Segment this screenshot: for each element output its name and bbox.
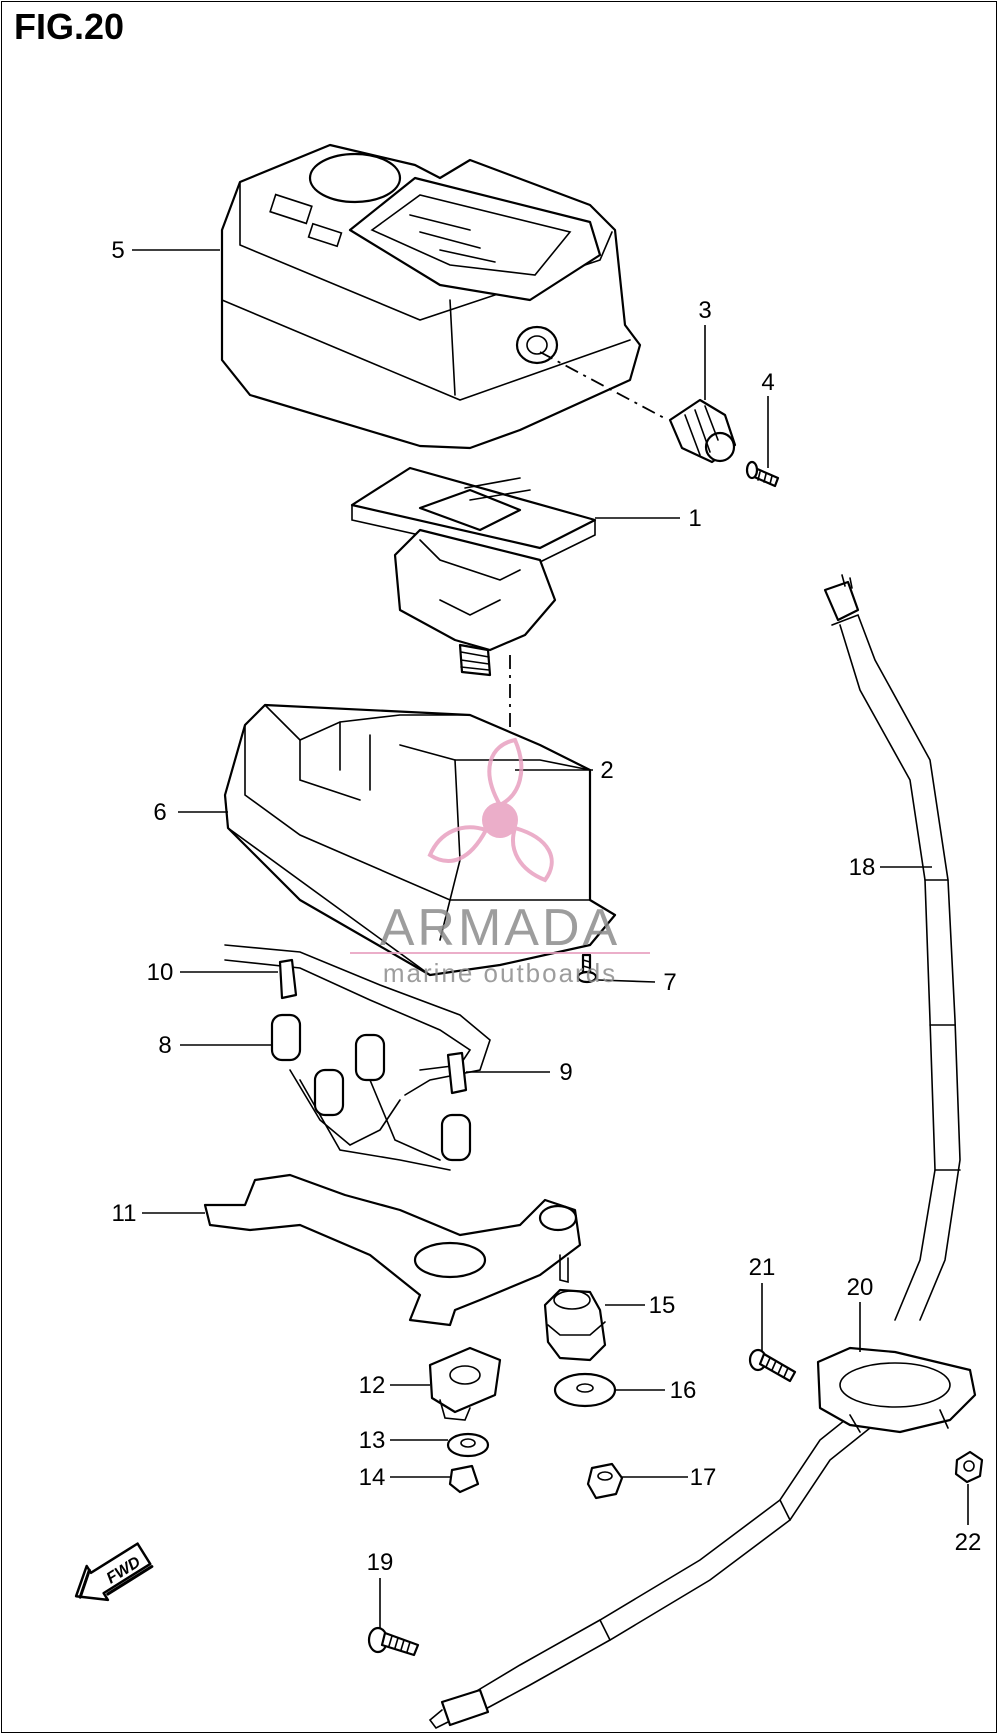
part-1-meter-unit <box>350 466 597 677</box>
alignment-line-3 <box>539 351 669 421</box>
part-22-nut <box>954 1450 984 1484</box>
watermark-tagline: marine outboards <box>383 958 617 988</box>
part-14-nut <box>448 1464 480 1494</box>
part-20-clamp <box>816 1346 977 1434</box>
callout-12: 12 <box>359 1372 386 1399</box>
watermark: ARMADA marine outboards <box>350 737 650 988</box>
callout-20: 20 <box>847 1274 874 1301</box>
part-4-screw <box>745 460 780 488</box>
callout-16: 16 <box>670 1377 697 1404</box>
callout-5: 5 <box>111 237 124 264</box>
callout-8: 8 <box>158 1032 171 1059</box>
part-12-grommet <box>428 1346 502 1421</box>
callout-14: 14 <box>359 1464 386 1491</box>
watermark-brand: ARMADA <box>380 899 620 957</box>
part-8-bulb <box>270 1013 302 1062</box>
callout-19: 19 <box>367 1549 394 1576</box>
figure-title: FIG.20 <box>14 6 125 47</box>
propeller-logo-icon <box>427 737 554 883</box>
callout-17: 17 <box>690 1464 717 1491</box>
part-9-bulb <box>446 1051 468 1095</box>
callout-7: 7 <box>663 969 676 996</box>
part-16-washer <box>553 1372 617 1408</box>
callout-9: 9 <box>559 1059 572 1086</box>
callout-2: 2 <box>600 757 613 784</box>
part-18-speedometer-cable <box>428 574 961 1730</box>
part-19-bolt <box>367 1626 420 1657</box>
part-17-nut <box>586 1462 624 1500</box>
callout-3: 3 <box>698 297 711 324</box>
callout-21: 21 <box>749 1254 776 1281</box>
callout-10: 10 <box>147 959 174 986</box>
part-6-meter-case <box>223 703 617 977</box>
part-5-meter-cover <box>220 143 642 450</box>
fwd-arrow-icon: FWD <box>74 1542 154 1602</box>
part-15-cushion <box>543 1288 607 1362</box>
callout-1: 1 <box>688 505 701 532</box>
part-21-bolt <box>748 1348 797 1383</box>
callout-11: 11 <box>112 1200 137 1227</box>
callout-18: 18 <box>849 854 876 881</box>
part-8-10-wiring-harness <box>224 944 491 1171</box>
leader-lines <box>132 249 969 1628</box>
callout-15: 15 <box>649 1292 676 1319</box>
part-7-screw <box>576 953 598 984</box>
part-10-bulb <box>278 958 298 1000</box>
callout-4: 4 <box>761 369 774 396</box>
callout-6: 6 <box>153 799 166 826</box>
part-13-washer <box>446 1432 490 1458</box>
callout-22: 22 <box>955 1529 982 1556</box>
part-3-socket <box>668 398 737 464</box>
part-11-bracket <box>203 1173 582 1327</box>
callout-labels: 5 3 4 1 2 6 7 10 8 9 11 12 13 14 15 16 1… <box>111 237 981 1576</box>
callout-13: 13 <box>359 1427 386 1454</box>
